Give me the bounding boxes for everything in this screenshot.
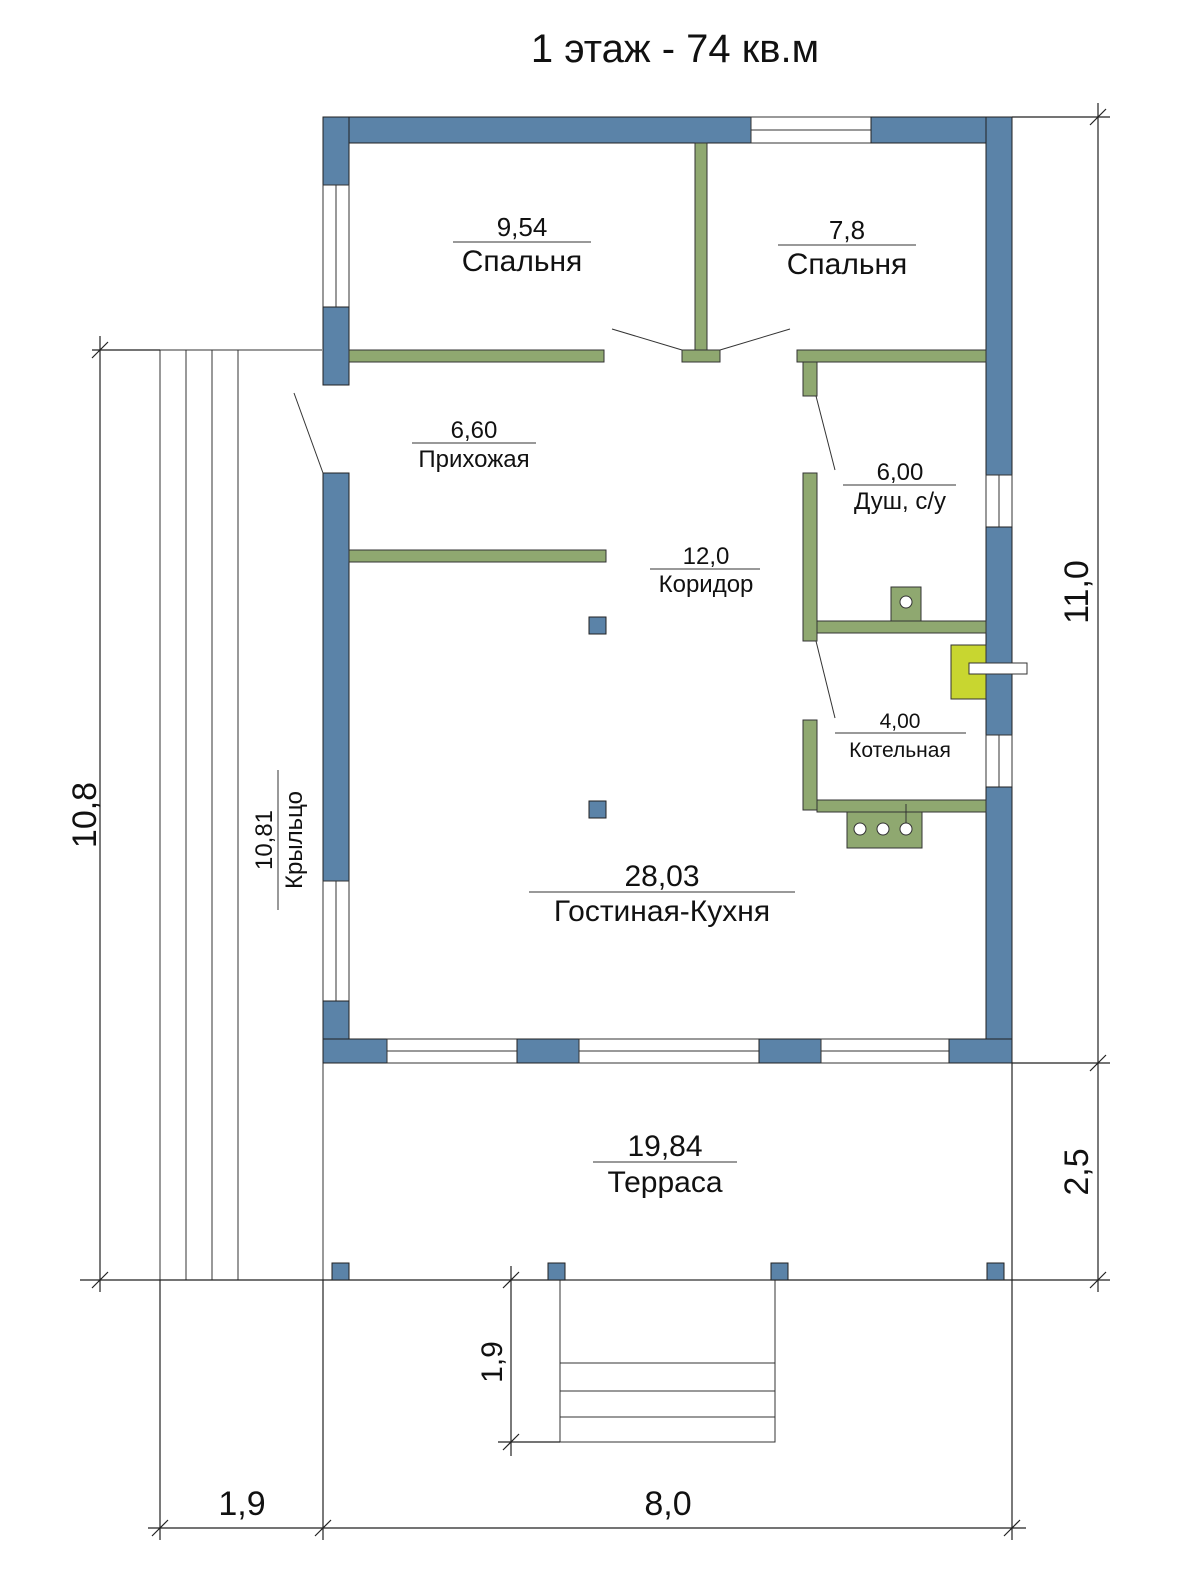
dimension-label: 1,9 — [218, 1485, 265, 1523]
dimension-left: 10,8 — [66, 336, 160, 1292]
room-bedroom-2: 7,8 Спальня — [778, 215, 916, 281]
dimension-label: 1,9 — [476, 1341, 509, 1383]
room-name: Котельная — [849, 739, 951, 762]
room-name: Спальня — [462, 245, 583, 278]
room-shower: 6,00 Душ, с/у — [843, 459, 956, 515]
room-name: Гостиная-Кухня — [554, 895, 770, 928]
room-area: 10,81 — [251, 810, 278, 870]
dimension-label: 11,0 — [1058, 560, 1096, 624]
room-area: 19,84 — [627, 1130, 702, 1163]
terrace-outline — [80, 1063, 1110, 1281]
room-area: 12,0 — [683, 543, 730, 570]
room-corridor: 12,0 Коридор — [650, 543, 760, 598]
dimension-steps: 1,9 — [476, 1266, 560, 1456]
room-area: 4,00 — [880, 710, 921, 733]
columns — [331, 616, 1005, 1281]
room-porch: 10,81 Крыльцо — [251, 770, 308, 910]
terrace-steps — [559, 1279, 776, 1443]
exterior-walls — [322, 116, 1013, 1064]
plan-title: 1 этаж - 74 кв.м — [531, 27, 819, 71]
room-name: Душ, с/у — [854, 488, 946, 515]
interior-walls — [348, 142, 987, 813]
room-area: 6,00 — [877, 459, 924, 486]
boiler — [950, 644, 1028, 700]
room-area: 28,03 — [624, 860, 699, 893]
porch — [159, 349, 322, 1280]
room-terrace: 19,84 Терраса — [593, 1130, 737, 1199]
dimension-bottom: 1,9 8,0 — [148, 1063, 1026, 1540]
dimension-label: 2,5 — [1058, 1148, 1096, 1195]
plumbing-fixtures — [846, 586, 923, 849]
dimension-right: 11,0 2,5 — [1012, 103, 1110, 1292]
room-living-kitchen: 28,03 Гостиная-Кухня — [529, 860, 795, 928]
room-hallway: 6,60 Прихожая — [412, 417, 536, 473]
room-area: 7,8 — [829, 215, 865, 245]
room-name: Коридор — [659, 571, 754, 598]
room-area: 9,54 — [497, 212, 548, 242]
room-boiler: 4,00 Котельная — [835, 710, 966, 762]
room-name: Прихожая — [418, 446, 529, 473]
room-area: 6,60 — [451, 417, 498, 444]
dimension-label: 8,0 — [644, 1485, 691, 1523]
door-swings — [293, 328, 836, 719]
room-name: Крыльцо — [281, 791, 308, 889]
room-name: Спальня — [787, 248, 908, 281]
dimension-label: 10,8 — [66, 782, 104, 848]
room-bedroom-1: 9,54 Спальня — [453, 212, 591, 278]
room-name: Терраса — [607, 1166, 722, 1199]
